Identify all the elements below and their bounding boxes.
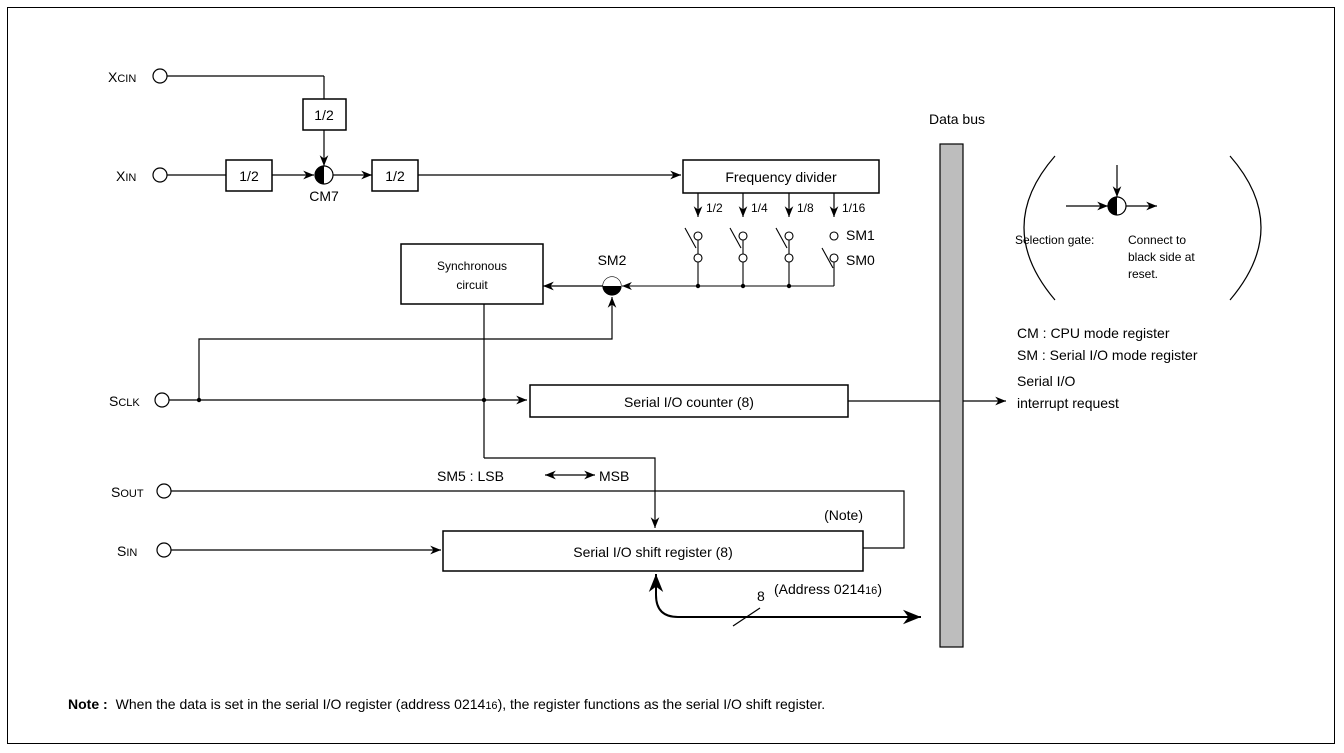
svg-text:1/4: 1/4 bbox=[751, 201, 768, 215]
svg-text:SM2: SM2 bbox=[598, 252, 627, 268]
sclk-junctions bbox=[196, 397, 487, 403]
sm0-label: SM0 bbox=[846, 252, 875, 268]
legend-sm: SM : Serial I/O mode register bbox=[1017, 347, 1198, 363]
sout-sin-wiring bbox=[171, 490, 905, 555]
svg-text:SIN: SIN bbox=[117, 543, 137, 559]
svg-text:XCIN: XCIN bbox=[108, 69, 136, 85]
pin-sclk: SCLK bbox=[109, 392, 170, 409]
pin-sin: SIN bbox=[117, 542, 172, 559]
svg-text:Serial I/O counter (8): Serial I/O counter (8) bbox=[624, 394, 754, 410]
figure-frame bbox=[7, 7, 1335, 744]
pin-sout: SOUT bbox=[111, 483, 172, 500]
sm0-switch-row bbox=[622, 240, 839, 290]
div-xcin-block: 1/2 bbox=[302, 98, 347, 131]
svg-text:SCLK: SCLK bbox=[109, 393, 140, 409]
serial-io-counter-block: Serial I/O counter (8) bbox=[529, 384, 849, 418]
sm1-label: SM1 bbox=[846, 227, 875, 243]
svg-text:MSB: MSB bbox=[599, 468, 629, 484]
sclk-wiring bbox=[169, 297, 660, 528]
svg-text:1/8: 1/8 bbox=[797, 201, 814, 215]
svg-text:Synchronous: Synchronous bbox=[437, 259, 507, 273]
svg-text:1/16: 1/16 bbox=[842, 201, 866, 215]
svg-text:Connect to: Connect to bbox=[1128, 233, 1186, 247]
bus-width-slash bbox=[732, 607, 761, 627]
bus-width-label: 8 bbox=[757, 588, 765, 604]
div-after-block: 1/2 bbox=[371, 159, 419, 192]
frequency-divider-block: Frequency divider bbox=[682, 159, 880, 194]
note-tag: (Note) bbox=[824, 507, 863, 523]
svg-text:1/2: 1/2 bbox=[706, 201, 723, 215]
svg-text:Data bus: Data bus bbox=[929, 111, 985, 127]
divider-ratio-labels: 1/2 1/4 1/8 1/16 bbox=[706, 201, 866, 215]
sm2-selection-gate: SM2 bbox=[598, 252, 627, 296]
data-bus: Data bus bbox=[929, 111, 985, 648]
address-label: (Address 021416) bbox=[774, 581, 882, 597]
svg-text:XIN: XIN bbox=[116, 168, 136, 184]
svg-text:Selection gate:: Selection gate: bbox=[1015, 233, 1094, 247]
divider-outputs bbox=[693, 193, 839, 217]
svg-text:SM5 : LSB: SM5 : LSB bbox=[437, 468, 504, 484]
svg-text:circuit: circuit bbox=[456, 278, 488, 292]
cm7-selection-gate: CM7 bbox=[309, 165, 339, 204]
synchronous-circuit-block: Synchronous circuit bbox=[400, 243, 544, 305]
svg-text:1/2: 1/2 bbox=[385, 168, 405, 184]
footnote: Note :When the data is set in the serial… bbox=[68, 696, 825, 712]
div-xin-block: 1/2 bbox=[225, 159, 273, 192]
legend-cm: CM : CPU mode register bbox=[1017, 325, 1170, 341]
pin-xcin: XCIN bbox=[108, 68, 168, 85]
pin-xin: XIN bbox=[116, 167, 168, 184]
switch-junctions bbox=[695, 283, 792, 289]
sm5-bit-order: SM5 : LSB MSB bbox=[437, 468, 629, 484]
svg-text:CM7: CM7 bbox=[309, 188, 339, 204]
shift-register-bus-link bbox=[648, 574, 921, 625]
serial-io-shift-register-block: Serial I/O shift register (8) bbox=[442, 530, 864, 572]
selection-gate-legend: Selection gate: Connect to black side at… bbox=[1015, 155, 1262, 301]
interrupt-label-line2: interrupt request bbox=[1017, 395, 1119, 411]
sm1-switch-row bbox=[684, 227, 839, 249]
xcin-path bbox=[167, 75, 329, 166]
svg-text:1/2: 1/2 bbox=[239, 168, 259, 184]
svg-text:black side at: black side at bbox=[1128, 250, 1195, 264]
svg-text:1/2: 1/2 bbox=[314, 107, 334, 123]
svg-text:reset.: reset. bbox=[1128, 267, 1158, 281]
svg-text:Frequency divider: Frequency divider bbox=[725, 169, 837, 185]
svg-text:SOUT: SOUT bbox=[111, 484, 144, 500]
interrupt-label-line1: Serial I/O bbox=[1017, 373, 1075, 389]
svg-text:Serial I/O shift register (8): Serial I/O shift register (8) bbox=[573, 544, 733, 560]
